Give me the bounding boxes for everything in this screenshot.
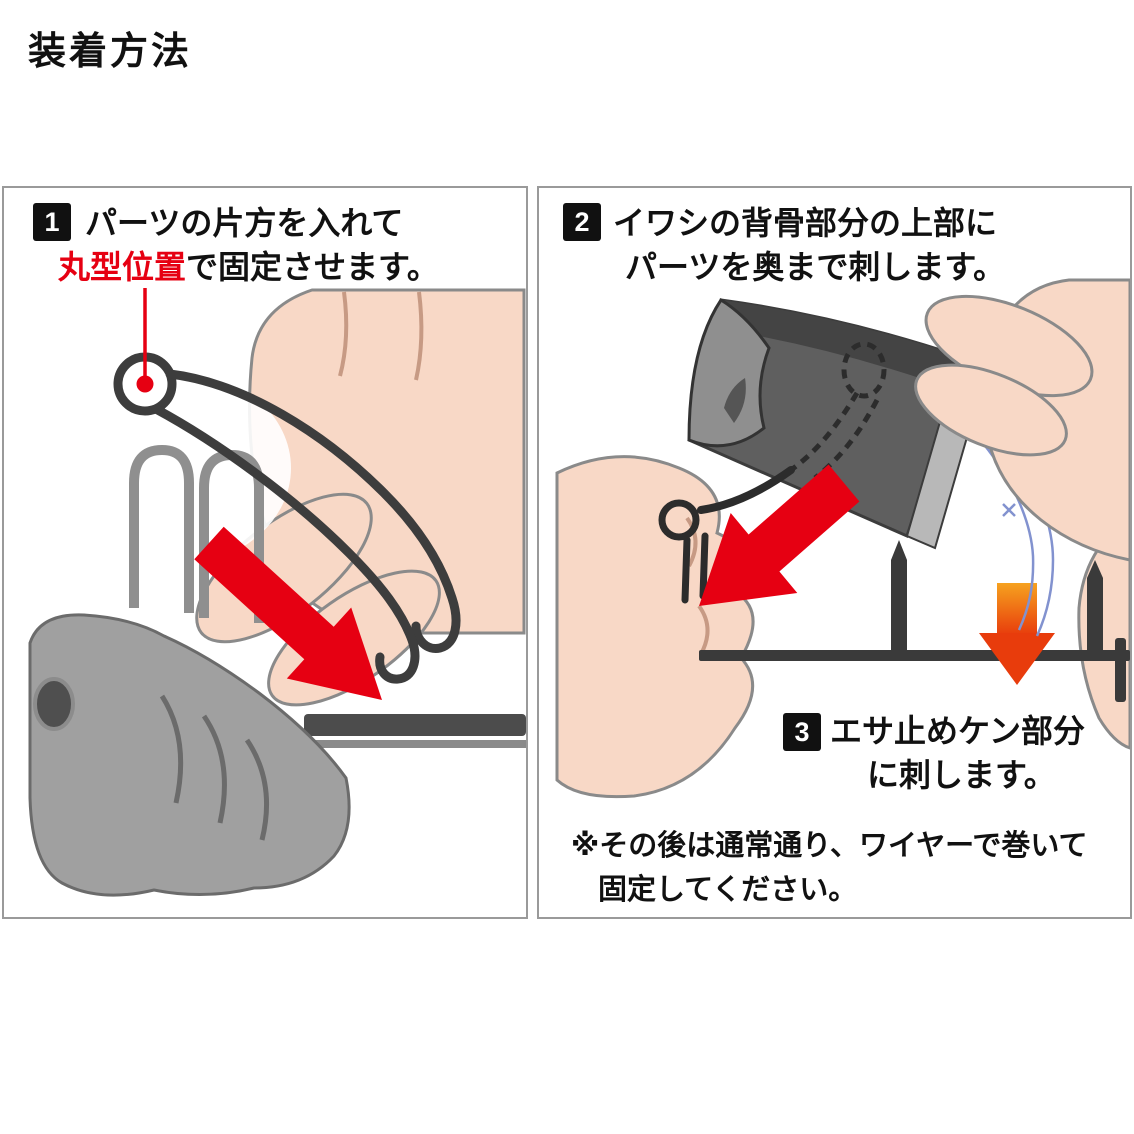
- step-3-badge: 3: [783, 713, 821, 751]
- step-3-text-line2: に刺します。: [867, 757, 1056, 793]
- hidden-wire-dashed: [789, 341, 887, 480]
- fish-gill-lines: [159, 694, 269, 841]
- step-1-illustration: [28, 288, 526, 897]
- rig-end-bar: [1115, 638, 1126, 702]
- wire-clip-part: [113, 352, 461, 684]
- red-arrow-icon: [699, 464, 860, 606]
- panel-step-2-3: 2 イワシの背骨部分の上部に パーツを奥まで刺します。 3 エサ止めケン部分 に…: [537, 186, 1132, 919]
- keeper-spike-2: [1087, 560, 1103, 656]
- step-2-3-illustration: [555, 278, 1130, 799]
- step-1-text-line1: パーツの片方を入れて: [85, 205, 404, 241]
- note-line1: ※その後は通常通り、ワイヤーで巻いて: [571, 830, 1088, 862]
- orange-arrow-icon: [979, 583, 1055, 685]
- step-3-text-line1: エサ止めケン部分: [830, 713, 1086, 749]
- sardine-cut-face: [687, 297, 771, 448]
- glow-highlight: [67, 372, 291, 564]
- step-2-text-line2: パーツを奥まで刺します。: [625, 249, 1006, 285]
- keeper-spike-1: [891, 540, 907, 656]
- page-title: 装着方法: [28, 31, 193, 73]
- step-2-text-line1: イワシの背骨部分の上部に: [613, 205, 998, 241]
- step-1-badge: 1: [33, 203, 71, 241]
- sardine-body-illustration: [687, 297, 989, 550]
- step-1-highlight: 丸型位置: [58, 249, 187, 285]
- note-line2: 固定してください。: [598, 874, 858, 906]
- fish-eye: [33, 677, 75, 731]
- jig-bar: [304, 714, 526, 748]
- upper-hand-illustration: [914, 278, 1130, 562]
- step-1-text-line2: 丸型位置で固定させます。: [58, 246, 439, 289]
- red-arrow-icon: [194, 526, 382, 700]
- step-1-line2-rest: で固定させます。: [186, 249, 439, 285]
- step-2-badge: 2: [563, 203, 601, 241]
- panel-step-1: 1 パーツの片方を入れて 丸型位置で固定させます。: [2, 186, 528, 919]
- wire-part-exposed: [658, 466, 795, 604]
- round-position-pointer: [136, 288, 154, 393]
- fish-head-illustration: [28, 613, 351, 897]
